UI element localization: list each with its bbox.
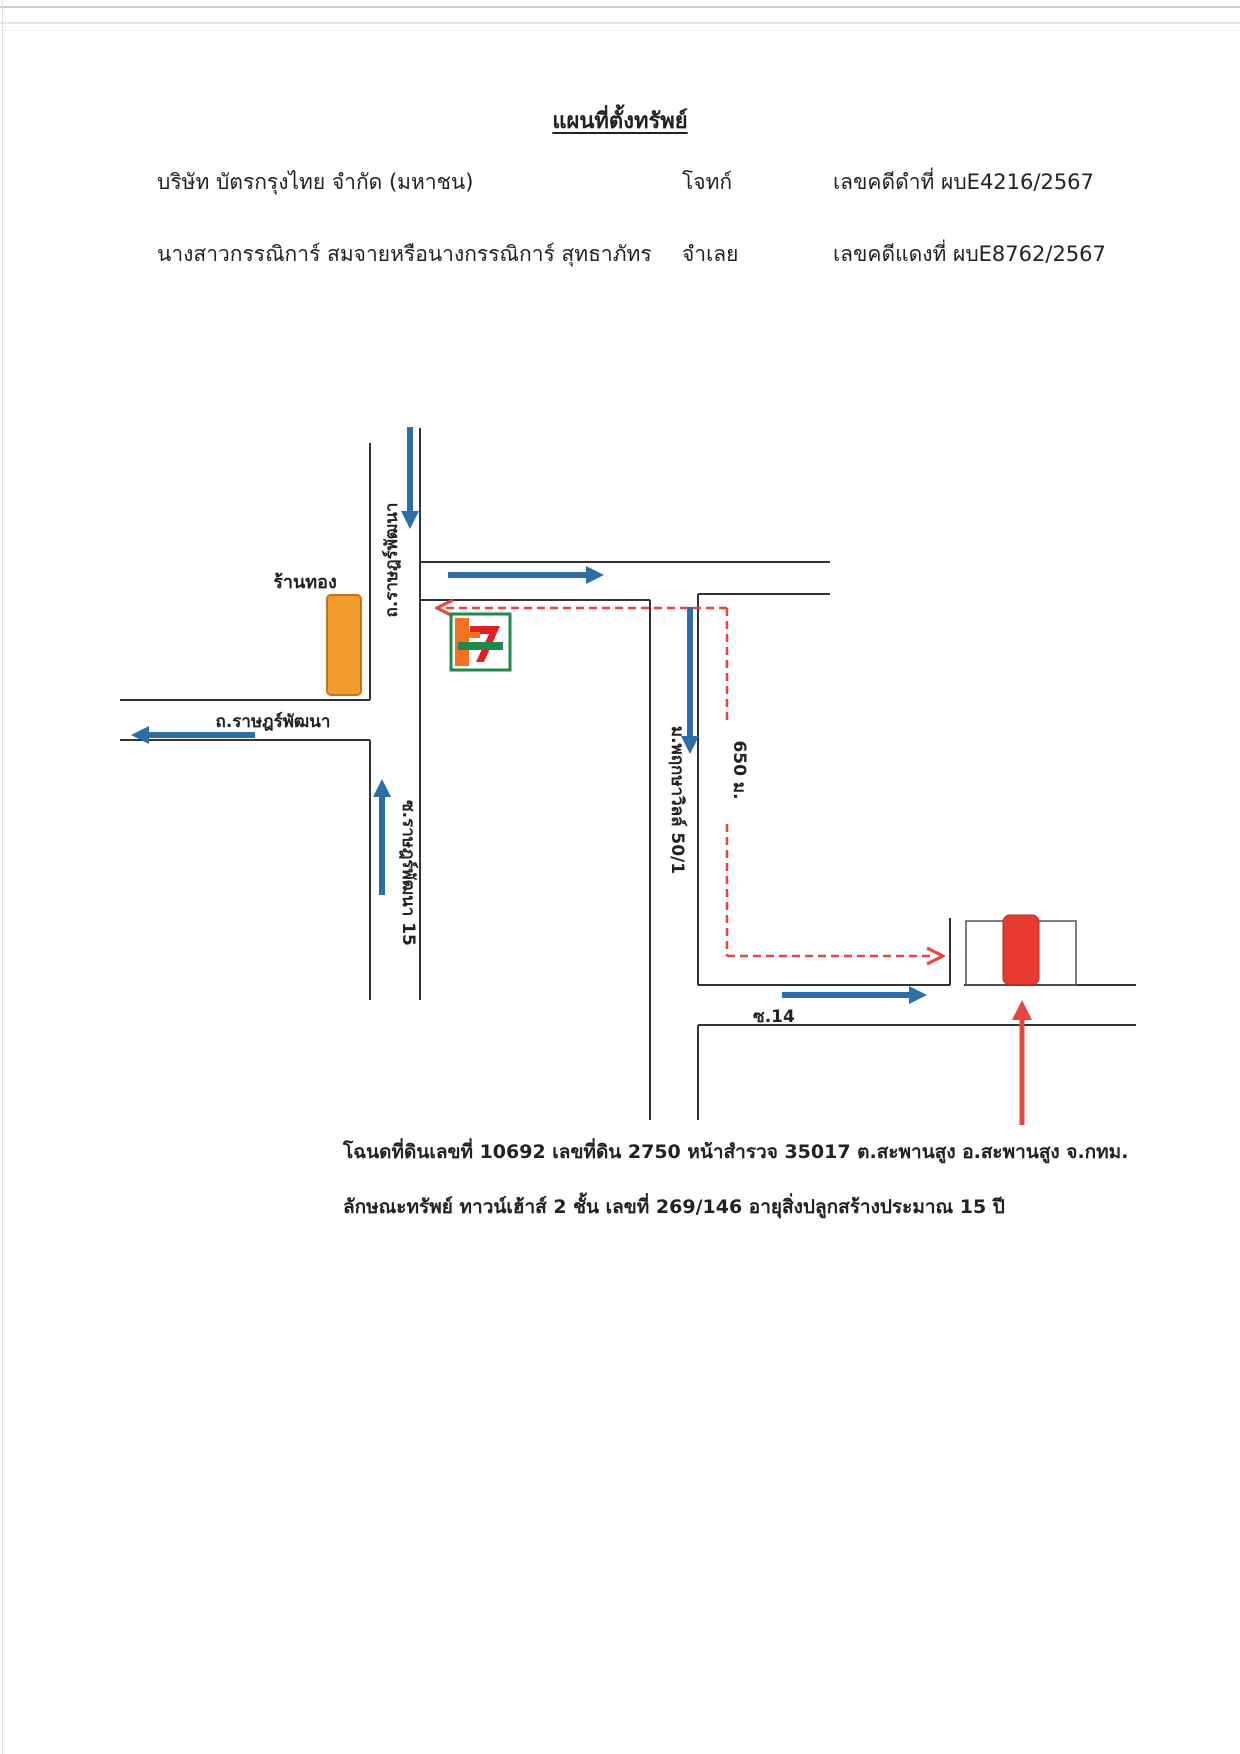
route-path: [445, 608, 935, 956]
distance-label: 650 ม.: [729, 740, 749, 799]
soi-ratpattana-top-label: ถ.ราษฎร์พัฒนา: [381, 503, 402, 618]
black-case-number: เลขคดีดำที่ ผบE4216/2567: [833, 170, 1094, 194]
property-marker-icon: [1002, 914, 1040, 986]
moo-baan-label: ม.พฤกษาวิลล์ 50/1: [667, 726, 688, 874]
gold-shop-marker-icon: [326, 594, 362, 696]
scan-top-border: [0, 6, 1240, 8]
seven-eleven-logo-icon: [449, 612, 512, 672]
gold-shop-label: ร้านทอง: [273, 572, 337, 593]
soi-ratpattana-15-label: ซ.ราษฎร์พัฒนา 15: [398, 800, 419, 946]
soi-14-label: ซ.14: [753, 1007, 795, 1027]
page-title: แผนที่ตั้งทรัพย์: [552, 109, 688, 134]
property-lot: [965, 914, 1077, 986]
traffic-arrows: [131, 427, 927, 1004]
plaintiff-name: บริษัท บัตรกรุงไทย จำกัด (มหาชน): [157, 170, 474, 194]
road-lines: [120, 428, 1136, 1120]
plaintiff-role: โจทก์: [682, 170, 733, 194]
red-case-number: เลขคดีแดงที่ ผบE8762/2567: [833, 242, 1106, 266]
scan-left-border: [2, 0, 3, 1754]
scan-top-border-3: [0, 30, 1240, 31]
deed-info: โฉนดที่ดินเลขที่ 10692 เลขที่ดิน 2750 หน…: [343, 1141, 1129, 1163]
defendant-role: จำเลย: [682, 242, 739, 266]
defendant-name: นางสาวกรรณิการ์ สมจายหรือนางกรรณิการ์ สุ…: [157, 242, 652, 266]
property-info: ลักษณะทรัพย์ ทาวน์เฮ้าส์ 2 ชั้น เลขที่ 2…: [343, 1196, 1005, 1218]
scan-top-border-2: [0, 22, 1240, 24]
ratpattana-road-label: ถ.ราษฎร์พัฒนา: [216, 711, 331, 732]
